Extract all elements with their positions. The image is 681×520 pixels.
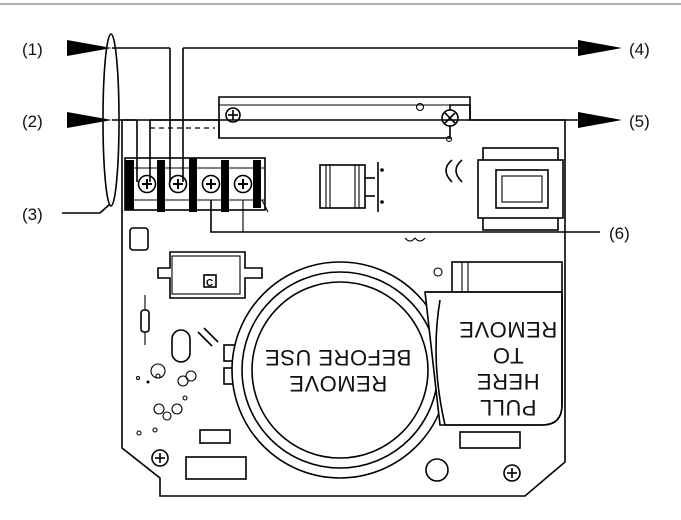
transformer bbox=[477, 147, 564, 231]
arrow-1 bbox=[67, 40, 112, 56]
pull-tab-line1: PULL bbox=[479, 395, 536, 420]
pull-tab-line2: HERE bbox=[476, 369, 539, 394]
switch-c: C bbox=[157, 251, 263, 299]
arrow-4 bbox=[578, 40, 622, 56]
terminal-block bbox=[124, 157, 269, 213]
callout-6: (6) bbox=[609, 224, 630, 243]
pull-tab-line3: TO bbox=[492, 343, 523, 368]
callout-5: (5) bbox=[629, 112, 650, 131]
oval-pad bbox=[171, 329, 191, 363]
battery-label-line1: REMOVE bbox=[289, 371, 387, 396]
board-top-tab bbox=[218, 96, 471, 138]
inductor-component bbox=[319, 162, 384, 212]
pull-tab-line4: REMOVE bbox=[459, 317, 557, 342]
callout-1: (1) bbox=[22, 40, 43, 59]
bottom-hole bbox=[425, 458, 449, 482]
coil-symbol bbox=[445, 159, 463, 183]
resistor bbox=[140, 295, 150, 345]
top-screw-right bbox=[441, 109, 459, 127]
arrow-2 bbox=[67, 112, 112, 128]
battery-label-line2: BEFORE USE bbox=[265, 345, 412, 370]
pull-tab: PULL HERE TO REMOVE bbox=[424, 291, 563, 426]
arrow-5 bbox=[578, 112, 622, 128]
svg-text:C: C bbox=[206, 278, 213, 289]
rect-pad-1 bbox=[199, 429, 231, 444]
top-screw-left bbox=[225, 107, 241, 123]
small-pad bbox=[129, 227, 149, 251]
callout-2: (2) bbox=[22, 112, 43, 131]
callout-4: (4) bbox=[629, 40, 650, 59]
callout-3: (3) bbox=[22, 205, 43, 224]
rect-pad-2 bbox=[185, 456, 247, 480]
component-holes bbox=[135, 363, 197, 436]
bottom-screw-left bbox=[151, 449, 169, 467]
bottom-screw-right bbox=[503, 464, 521, 482]
wire-lines bbox=[62, 47, 600, 233]
battery: REMOVE BEFORE USE bbox=[223, 261, 460, 479]
